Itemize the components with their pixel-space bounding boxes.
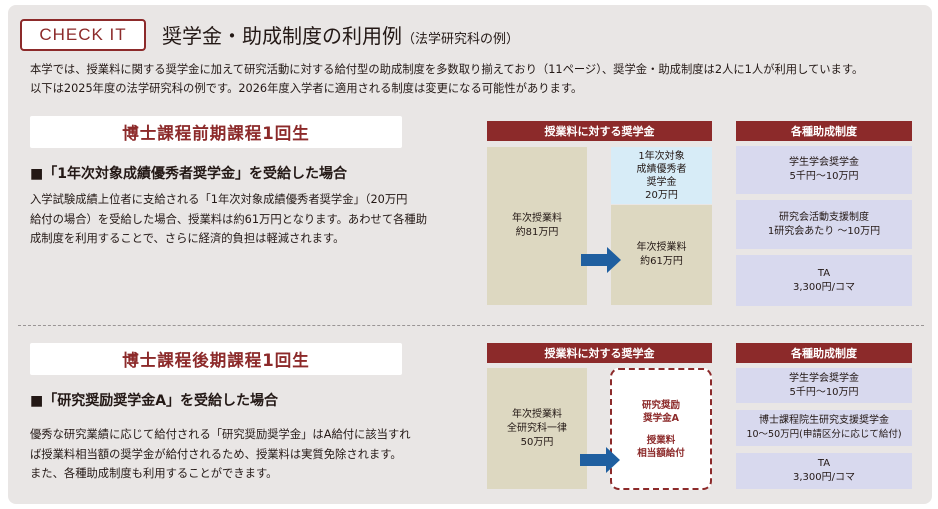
- section1-scholarship-box: 1年次対象 成績優秀者 奨学金 20万円: [611, 147, 712, 204]
- section2-case-title: ■「研究奨励奨学金A」を受給した場合: [30, 393, 279, 409]
- section1-before-line-1: 年次授業料: [512, 213, 562, 224]
- section1-desc-line-3: 成制度を利用することで、さらに経済的負担は軽減されます。: [30, 232, 345, 245]
- section2-scholar-line-1: 研究奨励: [641, 399, 680, 411]
- section2-grant2-name: 博士課程院生研究支援奨学金: [759, 415, 889, 426]
- section2-scholarship-box: 研究奨励 奨学金A 授業料 相当額給付: [610, 368, 712, 490]
- section2-grant3-name: TA: [817, 458, 831, 469]
- section2-grant-1: 学生学会奨学金 5千円～10万円: [736, 368, 912, 403]
- section1-before-line-2: 約81万円: [515, 227, 559, 238]
- section2-grant1-name: 学生学会奨学金: [789, 372, 859, 384]
- section1-case-title: ■「1年次対象成績優秀者奨学金」を受給した場合: [30, 166, 347, 182]
- intro-text: 本学では、授業料に関する奨学金に加えて研究活動に対する給付型の助成制度を多数取り…: [30, 60, 920, 98]
- check-it-badge: CHECK IT: [20, 19, 146, 51]
- section1-tuition-header: 授業料に対する奨学金: [487, 121, 712, 141]
- section2-desc-line-3: また、各種助成制度も利用することができます。: [30, 467, 278, 480]
- section2-description: 優秀な研究業績に応じて給付される「研究奨励奨学金」はA給付に該当すれ ば授業料相…: [30, 425, 460, 484]
- section1-grant1-name: 学生学会奨学金: [789, 157, 859, 168]
- page-title-main: 奨学金・助成制度の利用例: [162, 24, 402, 48]
- section1-grant3-amount: 3,300円/コマ: [793, 281, 855, 293]
- section2-grant1-amount: 5千円～10万円: [789, 386, 859, 398]
- section2-scholar-line-4: 相当額給付: [637, 447, 685, 459]
- section2-title: 博士課程後期課程1回生: [30, 343, 402, 375]
- section1-grant-3: TA 3,300円/コマ: [736, 255, 912, 306]
- section1-desc-line-2: 給付の場合）を受給した場合、授業料は約61万円となります。あわせて各種助: [30, 212, 428, 226]
- section2-grant3-amount: 3,300円/コマ: [793, 472, 855, 483]
- section2-before-line-3: 50万円: [520, 436, 554, 448]
- section1-scholar-line-2: 成績優秀者: [636, 163, 687, 175]
- section2-desc-line-1: 優秀な研究業績に応じて給付される「研究奨励奨学金」はA給付に該当すれ: [30, 428, 411, 441]
- page-title: 奨学金・助成制度の利用例（法学研究科の例）: [162, 20, 519, 49]
- section-divider: [18, 325, 924, 326]
- section1-scholar-line-4: 20万円: [645, 189, 678, 201]
- section1-tuition-after: 年次授業料 約61万円: [611, 205, 712, 305]
- section1-tuition-before: 年次授業料 約81万円: [487, 147, 587, 305]
- section1-grant1-amount: 5千円～10万円: [789, 171, 859, 182]
- section2-grants-header: 各種助成制度: [736, 343, 912, 363]
- section1-grants-header: 各種助成制度: [736, 121, 912, 141]
- right-arrow-icon: [580, 447, 620, 473]
- section1-description: 入学試験成績上位者に支給される「1年次対象成績優秀者奨学金」（20万円 給付の場…: [30, 190, 460, 249]
- section1-scholar-line-1: 1年次対象: [638, 150, 685, 162]
- section1-grant3-name: TA: [817, 267, 831, 279]
- section1-after-line-2: 約61万円: [640, 256, 683, 267]
- section2-grant-2: 博士課程院生研究支援奨学金 10～50万円(申請区分に応じて給付): [736, 410, 912, 446]
- right-arrow-icon: [581, 247, 621, 273]
- section2-tuition-before: 年次授業料 全研究科一律 50万円: [487, 368, 587, 489]
- section1-grant2-amount: 1研究会あたり ～10万円: [767, 225, 881, 237]
- section2-grant2-amount: 10～50万円(申請区分に応じて給付): [746, 429, 902, 440]
- section1-grant2-name: 研究会活動支援制度: [779, 211, 869, 223]
- section2-scholar-line-3: 授業料: [646, 434, 676, 446]
- section1-after-line-1: 年次授業料: [636, 242, 687, 253]
- section1-desc-line-1: 入学試験成績上位者に支給される「1年次対象成績優秀者奨学金」（20万円: [30, 193, 408, 206]
- section2-before-line-2: 全研究科一律: [507, 422, 567, 434]
- section1-scholar-line-3: 奨学金: [646, 176, 677, 188]
- section1-grant-2: 研究会活動支援制度 1研究会あたり ～10万円: [736, 200, 912, 249]
- section2-grant-3: TA 3,300円/コマ: [736, 453, 912, 489]
- intro-line-2: 以下は2025年度の法学研究科の例です。2026年度入学者に適用される制度は変更…: [30, 82, 583, 95]
- section2-scholar-line-2: 奨学金A: [643, 412, 679, 424]
- section2-before-line-1: 年次授業料: [512, 408, 562, 420]
- page-title-sub: （法学研究科の例）: [402, 32, 520, 47]
- section1-title: 博士課程前期課程1回生: [30, 116, 402, 148]
- intro-line-1: 本学では、授業料に関する奨学金に加えて研究活動に対する給付型の助成制度を多数取り…: [30, 63, 864, 76]
- section2-tuition-header: 授業料に対する奨学金: [487, 343, 712, 363]
- section1-grant-1: 学生学会奨学金 5千円～10万円: [736, 146, 912, 194]
- section2-desc-line-2: ば授業料相当額の奨学金が給付されるため、授業料は実質免除されます。: [30, 447, 402, 461]
